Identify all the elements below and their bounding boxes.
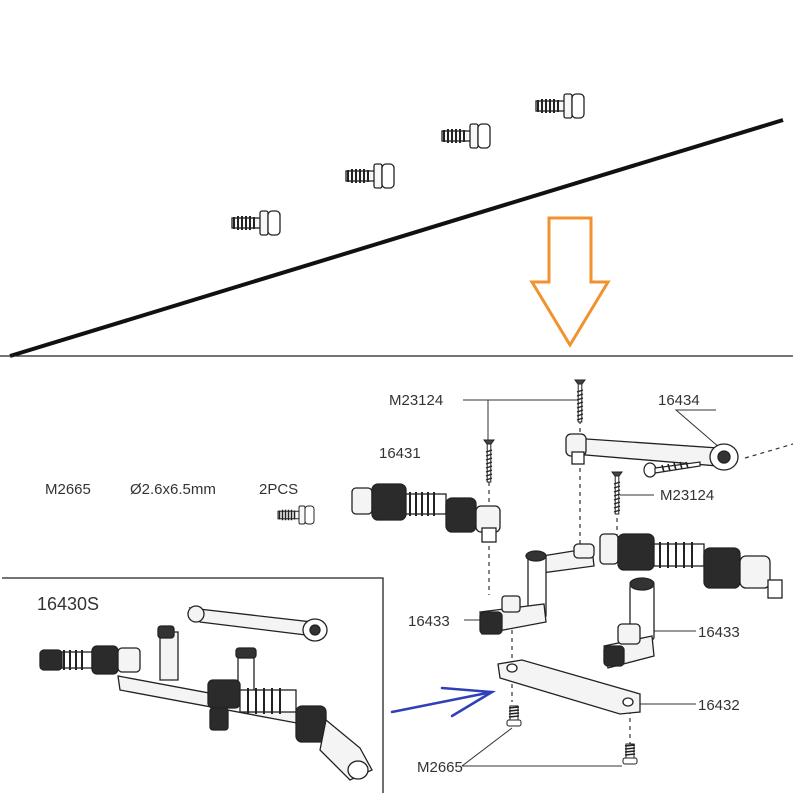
part-16432-link-icon — [497, 659, 641, 715]
inset-border — [2, 577, 384, 793]
label-m23124-right: M23124 — [660, 487, 714, 504]
label-16432: 16432 — [698, 697, 740, 714]
assembled-steering-icon — [39, 605, 373, 781]
label-16434: 16434 — [658, 392, 700, 409]
diagonal-divider-line — [9, 118, 784, 358]
screw-m23124-icon — [611, 471, 623, 515]
screw-m23124-icon — [483, 439, 495, 483]
label-m2665-bottom: M2665 — [417, 759, 463, 776]
screw-icon — [345, 163, 395, 189]
screw-horizontal-icon — [643, 461, 701, 478]
inset-panel: 16430S — [2, 577, 384, 793]
part-16433-right-icon — [603, 577, 655, 669]
exploded-assembly: M23124 16434 16431 M23124 16433 16433 16… — [351, 379, 793, 776]
orange-down-arrow-icon — [529, 216, 611, 348]
leader-lines — [461, 399, 721, 767]
label-m23124-top: M23124 — [389, 392, 443, 409]
spec-code: M2665 — [45, 481, 91, 498]
screw-m2665-icon — [506, 705, 522, 727]
label-16433-left: 16433 — [408, 613, 450, 630]
part-16434-rod-icon — [565, 433, 739, 471]
part-16433-left-icon — [479, 543, 595, 635]
screw-icon — [535, 93, 585, 119]
screw-m2665-icon — [622, 743, 638, 765]
spec-screw-icon — [277, 505, 315, 525]
part-16431-right-icon — [599, 533, 783, 599]
blue-arrow-icon — [390, 686, 496, 718]
screw-icon — [441, 123, 491, 149]
label-16433-right: 16433 — [698, 624, 740, 641]
part-16431-icon — [351, 483, 501, 543]
spec-row: M2665 Ø2.6x6.5mm 2PCS — [45, 481, 315, 525]
screw-icon — [231, 210, 281, 236]
spec-qty: 2PCS — [259, 481, 298, 498]
upper-section — [9, 93, 784, 358]
screw-m23124-icon — [574, 379, 586, 423]
inset-title: 16430S — [37, 594, 99, 614]
spec-size: Ø2.6x6.5mm — [130, 481, 216, 498]
label-16431: 16431 — [379, 445, 421, 462]
